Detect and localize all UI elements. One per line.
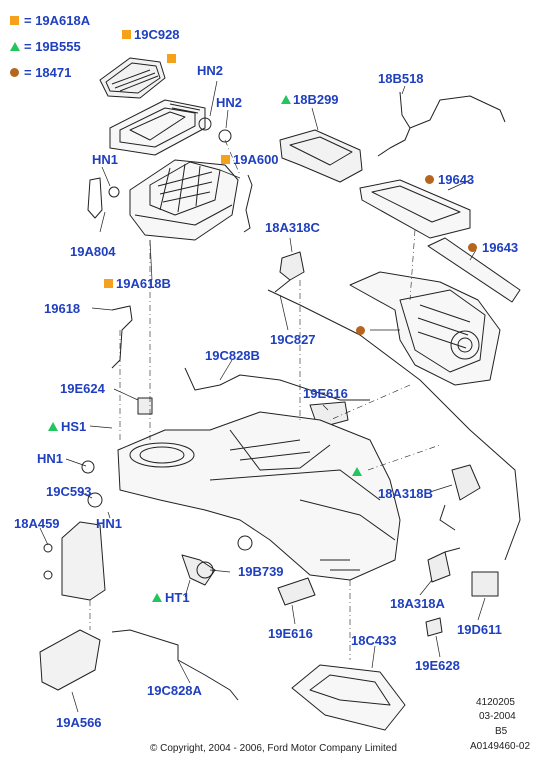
callout-19c827: 19C827 bbox=[270, 332, 316, 347]
callout-18a318c: 18A318C bbox=[265, 220, 320, 235]
callout-hn1-2: HN1 bbox=[37, 451, 64, 466]
callout-19d611: 19D611 bbox=[457, 622, 502, 637]
drawing-date: 03-2004 bbox=[479, 711, 516, 722]
callout-19c593: 19C593 bbox=[46, 484, 92, 499]
wiring-harness-part bbox=[377, 91, 506, 157]
heater-core-assembly bbox=[349, 271, 501, 386]
square-marker-icon bbox=[221, 155, 230, 164]
component-19c593 bbox=[87, 492, 103, 508]
module-19e616-lower bbox=[277, 577, 316, 606]
callout-hn2-1: HN2 bbox=[197, 63, 224, 78]
callout-19a618b: 19A618B bbox=[116, 276, 171, 291]
bracket-part bbox=[87, 177, 120, 219]
upper-housing-part bbox=[129, 159, 239, 241]
hn2-nut-part bbox=[218, 129, 232, 143]
callout-19a566: 19A566 bbox=[56, 715, 102, 730]
callout-18a318a: 18A318A bbox=[390, 596, 445, 611]
callout-19a804: 19A804 bbox=[70, 244, 116, 259]
duct-part-18b299 bbox=[279, 129, 363, 183]
callout-19e628: 19E628 bbox=[415, 658, 460, 673]
triangle-marker-icon bbox=[10, 42, 20, 51]
square-marker-icon bbox=[122, 30, 131, 39]
drawing-number: 4120205 bbox=[476, 697, 515, 708]
valve-part-18a318a bbox=[427, 547, 461, 583]
callout-hn1-3: HN1 bbox=[96, 516, 123, 531]
seal-part bbox=[427, 237, 521, 303]
actuator-part bbox=[111, 305, 133, 369]
triangle-marker-icon bbox=[48, 422, 58, 431]
callout-18a459: 18A459 bbox=[14, 516, 60, 531]
lower-housing-assembly bbox=[117, 411, 401, 581]
drawing-revision: B5 bbox=[495, 726, 508, 737]
filter-frame-part bbox=[109, 99, 206, 156]
callout-hn2-2: HN2 bbox=[216, 95, 243, 110]
drawing-reference: A0149460-02 bbox=[470, 741, 531, 752]
component-19e624 bbox=[137, 397, 153, 415]
callout-18c433: 18C433 bbox=[351, 633, 397, 648]
triangle-marker-icon bbox=[352, 467, 362, 476]
callout-18b299: 18B299 bbox=[293, 92, 339, 107]
callout-19b739: 19B739 bbox=[238, 564, 284, 579]
callout-18a318b: 18A318B bbox=[378, 486, 433, 501]
tray-part-18c433 bbox=[291, 664, 406, 731]
callout-19e616-1: 19E616 bbox=[303, 386, 348, 401]
square-marker-icon bbox=[167, 54, 176, 63]
callout-19e616-2: 19E616 bbox=[268, 626, 313, 641]
callout-hs1: HS1 bbox=[61, 419, 87, 434]
circle-marker-icon bbox=[468, 243, 477, 252]
callout-ht1: HT1 bbox=[165, 590, 190, 605]
square-marker-icon bbox=[104, 279, 113, 288]
callout-19c828b: 19C828B bbox=[205, 348, 260, 363]
callout-hn1-1: HN1 bbox=[92, 152, 119, 167]
triangle-marker-icon bbox=[152, 593, 162, 602]
link-rod-part bbox=[243, 174, 253, 233]
legend-circle-text: = 18471 bbox=[24, 65, 72, 80]
callout-19643-1: 19643 bbox=[438, 172, 475, 187]
circle-marker-icon bbox=[10, 68, 19, 77]
valve-part-18a318c bbox=[274, 251, 305, 293]
component-19e628 bbox=[425, 617, 443, 637]
callout-18b518: 18B518 bbox=[378, 71, 424, 86]
triangle-marker-icon bbox=[281, 95, 291, 104]
circle-marker-icon bbox=[425, 175, 434, 184]
callout-19c828a: 19C828A bbox=[147, 683, 202, 698]
copyright-notice: © Copyright, 2004 - 2006, Ford Motor Com… bbox=[150, 743, 397, 754]
callout-19c928: 19C928 bbox=[134, 27, 180, 42]
callout-19643-2: 19643 bbox=[482, 240, 519, 255]
module-19a566 bbox=[39, 629, 101, 691]
square-marker-icon bbox=[10, 16, 19, 25]
hn2-nut-part bbox=[198, 117, 212, 131]
legend-triangle-text: = 19B555 bbox=[24, 39, 81, 54]
seal-part bbox=[359, 179, 471, 239]
valve-part-18a318b bbox=[439, 464, 481, 531]
filter-grille-part bbox=[99, 57, 166, 99]
component-19d611 bbox=[471, 571, 499, 597]
control-cable-part bbox=[267, 289, 521, 561]
circle-marker-icon bbox=[356, 326, 365, 335]
legend-square-text: = 19A618A bbox=[24, 13, 91, 28]
callout-19e624: 19E624 bbox=[60, 381, 105, 396]
callout-19a600: 19A600 bbox=[233, 152, 279, 167]
cable-part-19c828b bbox=[184, 367, 370, 401]
callout-19618: 19618 bbox=[44, 301, 81, 316]
cover-part-18a459 bbox=[61, 521, 106, 601]
